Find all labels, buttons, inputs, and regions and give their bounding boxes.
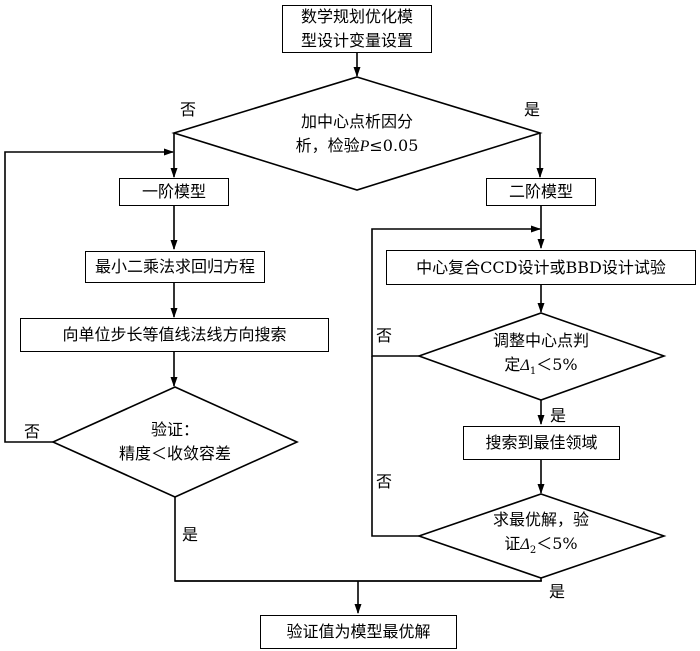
second-order-model-label: 二阶模型	[508, 182, 573, 201]
verify-line1: 验证：	[150, 420, 199, 439]
adjust-line2-pre: 定	[504, 355, 521, 375]
optimum-line2-post: ＜5%	[536, 534, 578, 554]
start-line1: 数学规划优化模	[300, 7, 413, 26]
delta-2-subscript: 2	[529, 545, 537, 557]
steepest-path-label: 向单位步长等值线法线方向搜索	[62, 325, 287, 344]
optimum-line2: 证Δ2＜5%	[493, 532, 589, 563]
label-yes-optimum: 是	[549, 582, 566, 601]
label-no-center: 否	[180, 100, 197, 119]
ccd-bbd-label: 中心复合CCD设计或BBD设计试验	[416, 257, 666, 277]
least-squares-label: 最小二乘法求回归方程	[94, 257, 255, 276]
optimum-line1: 求最优解，验	[492, 510, 589, 530]
decision-verify: 验证： 精度＜收敛容差	[95, 418, 255, 466]
optimum-line2-pre: 证	[504, 534, 521, 554]
search-best-box: 搜索到最佳领域	[463, 426, 620, 460]
p-variable: P	[359, 137, 370, 155]
decision-center-line1: 加中心点析因分	[300, 111, 413, 131]
label-yes-verify: 是	[182, 525, 199, 544]
label-yes-adjust: 是	[550, 406, 567, 425]
adjust-line1: 调整中心点判	[492, 331, 589, 351]
start-line2: 型设计变量设置	[300, 31, 413, 50]
delta-1: Δ	[520, 357, 530, 375]
decision-center-point-shape	[171, 76, 543, 191]
decision-center-line2-post: ≤0.05	[369, 135, 419, 155]
decision-adjust: 调整中心点判 定Δ1＜5%	[471, 331, 611, 384]
adjust-line2: 定Δ1＜5%	[493, 353, 589, 384]
label-no-verify: 否	[24, 422, 41, 441]
verify-line2: 精度＜收敛容差	[118, 444, 231, 463]
start-box: 数学规划优化模 型设计变量设置	[282, 5, 432, 53]
decision-center-line2: 析，检验P≤0.05	[296, 134, 419, 159]
final-label: 验证值为模型最优解	[286, 622, 431, 641]
final-box: 验证值为模型最优解	[260, 615, 457, 649]
first-order-model-label: 一阶模型	[141, 182, 206, 201]
first-order-model-box: 一阶模型	[119, 178, 229, 206]
label-no-adjust: 否	[376, 326, 393, 345]
delta-1-subscript: 1	[529, 366, 537, 378]
label-no-optimum: 否	[376, 472, 393, 491]
least-squares-box: 最小二乘法求回归方程	[85, 251, 265, 283]
decision-center-point: 加中心点析因分 析，检验P≤0.05	[254, 110, 460, 158]
decision-optimum: 求最优解，验 证Δ2＜5%	[471, 510, 611, 563]
ccd-bbd-box: 中心复合CCD设计或BBD设计试验	[386, 250, 696, 285]
decision-center-line2-pre: 析，检验	[295, 135, 360, 155]
search-best-label: 搜索到最佳领域	[485, 433, 598, 452]
adjust-line2-post: ＜5%	[536, 355, 578, 375]
steepest-path-box: 向单位步长等值线法线方向搜索	[20, 318, 329, 352]
label-yes-center: 是	[524, 100, 541, 119]
delta-2: Δ	[520, 536, 530, 554]
second-order-model-box: 二阶模型	[486, 178, 596, 206]
